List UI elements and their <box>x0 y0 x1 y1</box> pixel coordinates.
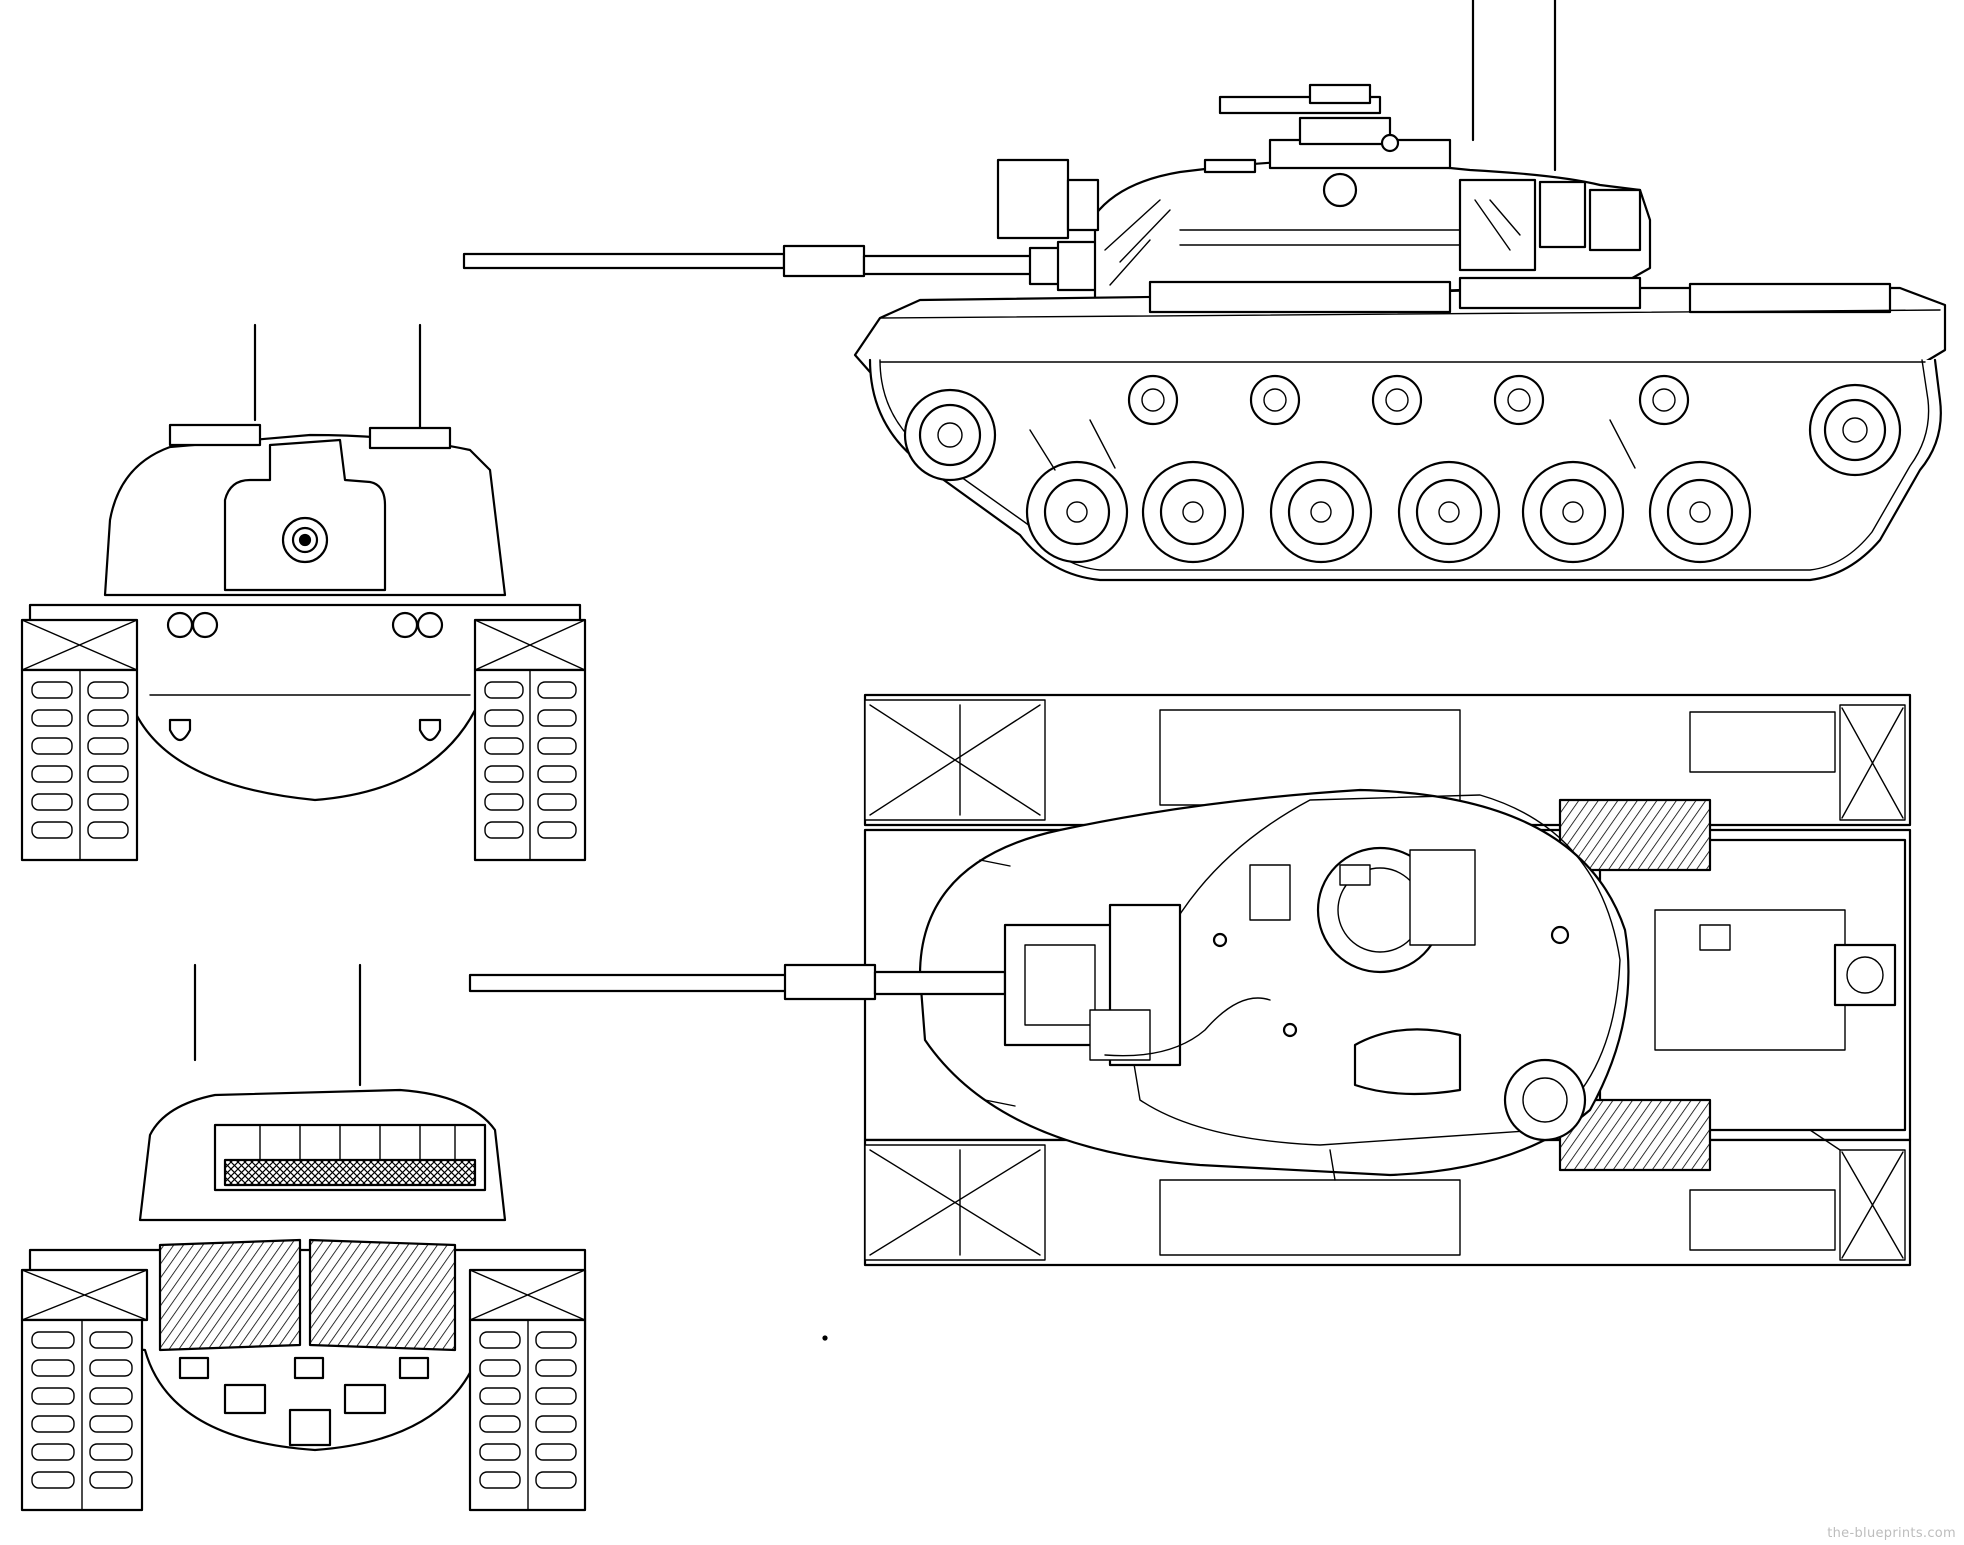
side-front-idler <box>903 388 997 482</box>
sheet-mark <box>822 1335 828 1341</box>
rear-track-right <box>468 1318 587 1512</box>
front-hull <box>28 603 582 802</box>
top-periscopes <box>1212 925 1587 1142</box>
top-hull-details <box>979 859 1841 1181</box>
top-view <box>468 693 1912 1267</box>
rear-engine-grilles <box>158 1238 457 1352</box>
front-fender-left <box>20 618 139 672</box>
top-engine-grilles <box>1558 798 1712 1172</box>
side-view <box>462 0 1947 582</box>
top-main-gun <box>468 963 1007 1001</box>
side-hull <box>853 276 1947 374</box>
front-fender-right <box>473 618 587 672</box>
rear-tow-pintle <box>288 1408 332 1447</box>
top-fender-lower <box>863 1138 1912 1267</box>
side-road-wheels <box>1025 460 1752 564</box>
rear-lights <box>178 1356 430 1415</box>
front-cupola-right <box>368 426 452 450</box>
front-tow-hooks <box>168 718 442 742</box>
watermark: the-blueprints.com <box>1827 1526 1956 1541</box>
rear-stowage-basket <box>213 1123 487 1192</box>
rear-view <box>20 963 587 1512</box>
side-cupola <box>1203 83 1452 174</box>
rear-fender-left <box>20 1268 149 1322</box>
front-track-right <box>473 668 587 862</box>
top-loader-hatch <box>1249 864 1462 1096</box>
front-track-left <box>20 668 139 862</box>
rear-track-left <box>20 1318 144 1512</box>
side-return-rollers <box>1127 374 1690 426</box>
front-view <box>20 323 587 862</box>
side-main-gun <box>462 240 1100 292</box>
top-cable <box>1104 997 1271 1057</box>
front-cupola-left <box>168 423 262 447</box>
side-drive-sprocket <box>1808 383 1902 477</box>
front-gun-mantlet <box>223 438 387 592</box>
front-headlights <box>166 611 444 639</box>
side-turret <box>996 158 1652 302</box>
side-shock-absorbers <box>1029 419 1636 471</box>
top-engine-deck <box>1598 838 1907 1132</box>
top-commander-cupola <box>1316 846 1476 974</box>
rear-fender-right <box>468 1268 587 1322</box>
top-gun-mantlet <box>1003 903 1182 1067</box>
